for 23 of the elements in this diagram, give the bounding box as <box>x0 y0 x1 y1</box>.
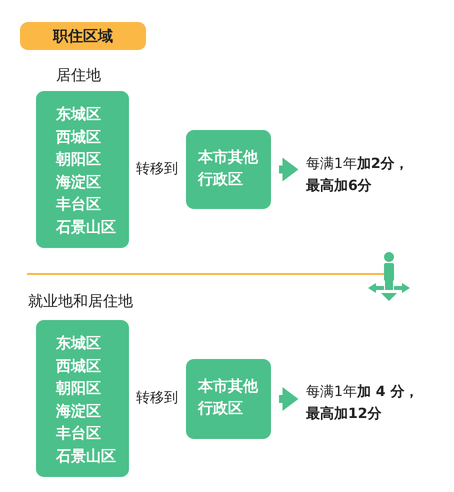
district-name: 丰台区 <box>56 194 102 215</box>
district-name: 西城区 <box>56 356 102 376</box>
district-name: 朝阳区 <box>56 378 102 399</box>
destination-box: 本市其他行政区 <box>186 130 271 209</box>
district-name: 东城区 <box>56 104 102 125</box>
district-name: 海淀区 <box>56 172 102 192</box>
points-text: 每满1年加 4 分，最高加12分 <box>306 381 424 425</box>
arrow <box>279 387 298 411</box>
area-heading: 居住地 <box>56 66 101 85</box>
transfer-label: 转移到 <box>136 160 178 178</box>
district-name: 石景山区 <box>56 446 117 466</box>
area-heading: 就业地和居住地 <box>28 292 133 311</box>
district-name: 东城区 <box>56 333 102 354</box>
district-name: 丰台区 <box>56 423 102 444</box>
district-name: 石景山区 <box>56 216 117 238</box>
destination-box: 本市其他行政区 <box>186 359 271 439</box>
arrow <box>279 158 298 182</box>
district-name: 海淀区 <box>56 400 102 422</box>
section-title: 职住区域 <box>20 22 146 50</box>
district-name: 朝阳区 <box>56 149 102 170</box>
transfer-label: 转移到 <box>136 389 178 407</box>
points-text: 每满1年加2分，最高加6分 <box>306 153 414 197</box>
district-name: 西城区 <box>56 126 102 148</box>
